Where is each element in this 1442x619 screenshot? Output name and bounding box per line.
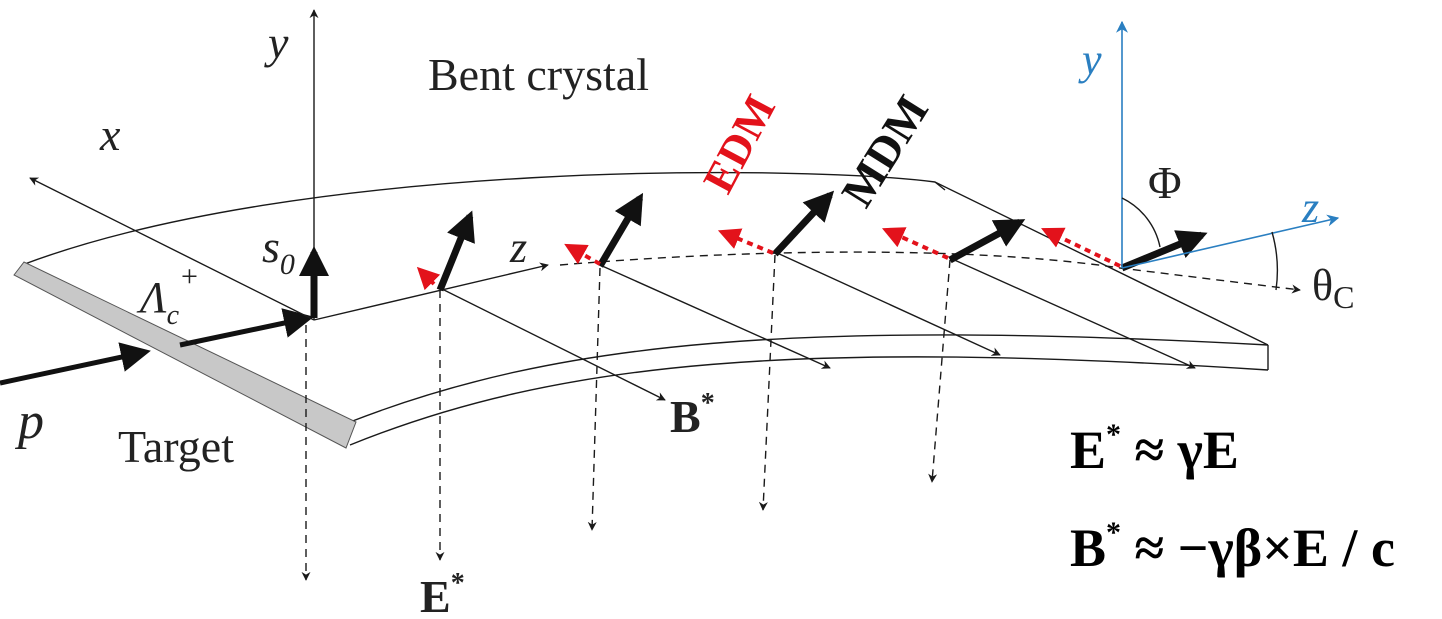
mdm-spin-arrows: [299, 190, 1208, 318]
theta-label: θC: [1312, 261, 1354, 315]
x-axis: [29, 177, 315, 321]
edm-label: EDM: [694, 87, 785, 201]
local-frame: [1116, 20, 1340, 291]
bstar-label: B*: [670, 388, 715, 442]
z-axis: [313, 262, 549, 321]
spin-label: s0: [262, 221, 295, 281]
equation-b: B* ≈ −γβ×E / c: [1070, 516, 1395, 578]
phi-arc: [1121, 197, 1161, 248]
phi-label: Φ: [1148, 157, 1182, 208]
equation-e: E* ≈ γE: [1070, 418, 1239, 480]
e-field-lines: [301, 254, 951, 581]
theta-arc: [1271, 231, 1279, 291]
blue-y-label: y: [1078, 35, 1102, 84]
x-axis-label: x: [99, 109, 121, 160]
y-axis-label: y: [264, 17, 289, 68]
target-label: Target: [118, 421, 234, 472]
trajectory-dashed: [559, 251, 1301, 294]
incoming-beam: [0, 308, 314, 386]
title-label: Bent crystal: [428, 49, 649, 100]
target-plate: [13, 261, 357, 449]
edm-spin-arrows: [416, 227, 1121, 291]
b-field-lines: [439, 251, 1196, 401]
z-axis-label: z: [509, 223, 527, 272]
particle-label: Λc+: [136, 260, 198, 331]
beam-label: p: [14, 393, 44, 450]
mdm-label: MDM: [831, 86, 938, 215]
crystal-slab: [21, 171, 1269, 446]
estar-label: E*: [420, 568, 465, 619]
blue-z-label: z: [1301, 183, 1319, 232]
